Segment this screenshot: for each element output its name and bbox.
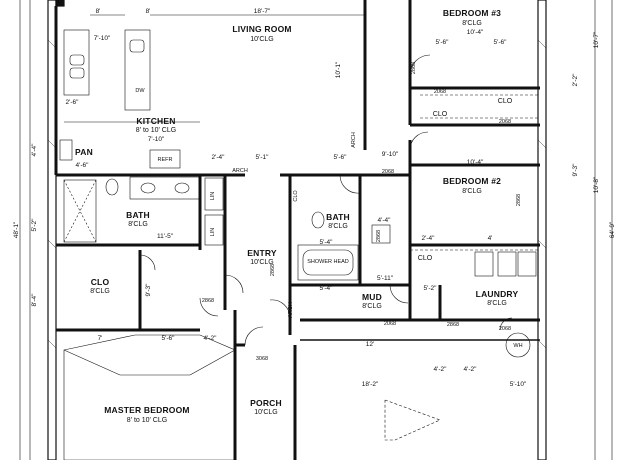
- dim-hall-b: 5'-1": [256, 154, 270, 161]
- door-size-e: 2068: [382, 169, 394, 175]
- entry-label: ENTRY: [247, 248, 277, 258]
- dim-total-right: 64'-9": [609, 221, 616, 238]
- dim-left-b: 5'-2": [31, 218, 38, 232]
- kitchen-ceiling: 8' to 10' CLG: [136, 127, 176, 134]
- detail-lines: [19, 0, 613, 460]
- dim-total-left: 48'-1": [13, 221, 20, 238]
- dishwasher-label: DW: [135, 88, 145, 94]
- dim-garage-d: 5'-10": [510, 381, 527, 388]
- dim-bath-d: 4': [488, 235, 493, 242]
- master-closet-ceiling: 8'CLG: [90, 288, 110, 295]
- arch-a-label: ARCH: [232, 168, 248, 174]
- dim-hall-c: 5'-6": [334, 154, 348, 161]
- bath-left-ceiling: 8'CLG: [128, 221, 148, 228]
- bedroom3-label: BEDROOM #3: [443, 8, 501, 18]
- door-size-l: 2868: [376, 230, 382, 242]
- dim-hall-d: 9'-10": [382, 151, 399, 158]
- dim-mud-a: 5'-4": [320, 285, 334, 292]
- dim-living-side: 10'-1": [335, 61, 342, 78]
- small-closet-label: CLO: [293, 190, 299, 202]
- door-size-d: 2068: [434, 89, 446, 95]
- dim-b3-a: 5'-6": [436, 39, 450, 46]
- dim-living-top-b: 8': [146, 8, 151, 15]
- dim-garage-a: 12': [366, 341, 374, 348]
- dim-mud-b: 5'-11": [377, 275, 394, 282]
- refrigerator-label: REFR: [158, 157, 173, 163]
- dim-garage-b: 4'-2": [464, 366, 478, 373]
- b3-closet-b-label: CLO: [433, 111, 448, 118]
- door-size-h: 2868: [447, 322, 459, 328]
- dim-right-b: 2'-2": [572, 73, 579, 87]
- shower-head-label: SHOWER HEAD: [307, 259, 349, 265]
- mud-ceiling: 8'CLG: [362, 303, 382, 310]
- door-size-b: 2868: [516, 194, 522, 206]
- dim-bath-a: 5'-4": [320, 239, 334, 246]
- door-size-j: 2868: [270, 264, 276, 276]
- dim-master-d: 4'-2": [204, 335, 218, 342]
- porch-ceiling: 10'CLG: [254, 409, 278, 416]
- laundry-label: LAUNDRY: [476, 289, 519, 299]
- bedroom3-ceiling: 8'CLG: [462, 20, 482, 27]
- entry-ceiling: 10'CLG: [250, 259, 274, 266]
- bath-left-label: BATH: [126, 210, 150, 220]
- linen2-label: LIN: [210, 228, 216, 237]
- dim-master-e: 9'-3": [145, 283, 152, 297]
- dim-garage-c: 18'-2": [362, 381, 379, 388]
- dim-mud-c: 4'-2": [434, 366, 448, 373]
- dim-laundry-a: 5'-2": [424, 285, 438, 292]
- b2-closet-label: CLO: [418, 255, 433, 262]
- bath-center-ceiling: 8'CLG: [328, 223, 348, 230]
- dim-kitchen-a: 7'-10": [94, 35, 111, 42]
- dim-living-width: 18'-7": [254, 8, 271, 15]
- dim-hall-e: 4'-6": [76, 162, 90, 169]
- bath-center-label: BATH: [326, 212, 350, 222]
- door-size-g: 2068: [384, 321, 396, 327]
- dim-left-c: 8'-4": [31, 293, 38, 307]
- living-room-label: LIVING ROOM: [232, 24, 291, 34]
- dim-master-a: 11'-5": [157, 233, 174, 240]
- exterior-walls: [47, 0, 547, 460]
- dimension-labels: 18'-7" 8' 8' 10'-1" 7'-10" 7'-10" 2'-6" …: [13, 8, 616, 388]
- door-size-i: 2068: [499, 119, 511, 125]
- water-heater-label: WH: [513, 343, 522, 349]
- bedroom2-label: BEDROOM #2: [443, 176, 501, 186]
- dim-kitchen-c: 2'-6": [66, 99, 80, 106]
- arch-c-label: ARCH: [288, 302, 294, 318]
- wall-hatching: [47, 39, 547, 349]
- dim-master-c: 7': [98, 335, 103, 342]
- mud-label: MUD: [362, 292, 382, 302]
- dim-bath-b: 4'-4": [378, 217, 392, 224]
- master-closet-label: CLO: [91, 277, 110, 287]
- door-size-c: 2868: [202, 298, 214, 304]
- linen1-label: LIN: [210, 192, 216, 201]
- dim-b3-width: 10'-4": [467, 29, 484, 36]
- dim-kitchen-b: 7'-10": [148, 136, 165, 143]
- dim-b3-b: 5'-6": [494, 39, 508, 46]
- bedroom2-ceiling: 8'CLG: [462, 188, 482, 195]
- dim-right-c: 9'-3": [572, 163, 579, 177]
- living-room-ceiling: 10'CLG: [250, 36, 274, 43]
- dim-right-a: 10'-7": [593, 31, 600, 48]
- door-swings: [139, 54, 513, 346]
- kitchen-label: KITCHEN: [136, 116, 175, 126]
- dim-left-a: 4'-4": [31, 143, 38, 157]
- door-size-k: 2068: [499, 326, 511, 332]
- pantry-label: PAN: [75, 147, 93, 157]
- dim-bath-c: 2'-4": [422, 235, 436, 242]
- dim-living-top-a: 8': [96, 8, 101, 15]
- dim-right-d: 10'-8": [593, 176, 600, 193]
- master-bedroom-label: MASTER BEDROOM: [104, 405, 189, 415]
- arch-b-label: ARCH: [351, 132, 357, 148]
- b3-closet-a-label: CLO: [498, 98, 513, 105]
- dim-b2-width: 10'-4": [467, 159, 484, 166]
- interior-walls: [54, 0, 540, 460]
- porch-label: PORCH: [250, 398, 282, 408]
- door-size-a: 2868: [411, 62, 417, 74]
- master-bedroom-ceiling: 8' to 10' CLG: [127, 417, 167, 424]
- dim-master-b: 5'-6": [162, 335, 176, 342]
- door-size-f: 3068: [256, 356, 268, 362]
- dim-hall-a: 2'-4": [212, 154, 226, 161]
- laundry-ceiling: 8'CLG: [487, 300, 507, 307]
